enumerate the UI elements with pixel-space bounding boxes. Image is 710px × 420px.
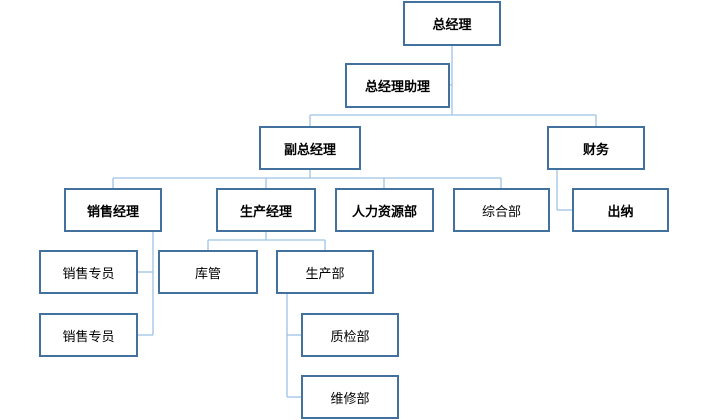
deputy-gm-box: 副总经理: [259, 126, 361, 170]
maintenance-dept-box: 维修部: [301, 375, 399, 419]
cashier-label: 出纳: [607, 204, 634, 220]
general-manager-label: 总经理: [432, 18, 472, 33]
sales-rep-2-box: 销售专员: [39, 313, 138, 357]
sales-manager-box: 销售经理: [64, 188, 162, 232]
general-dept-label: 综合部: [481, 204, 521, 220]
production-dept-label: 生产部: [305, 266, 345, 282]
production-manager-box: 生产经理: [216, 188, 316, 232]
general-manager-box: 总经理: [403, 1, 501, 46]
warehouse-box: 库管: [158, 250, 258, 294]
maintenance-dept-label: 维修部: [330, 391, 370, 407]
hr-dept-label: 人力资源部: [351, 204, 417, 220]
cashier-box: 出纳: [572, 188, 669, 232]
qc-dept-box: 质检部: [301, 313, 399, 357]
deputy-gm-label: 副总经理: [283, 142, 336, 158]
production-dept-box: 生产部: [276, 250, 374, 294]
warehouse-label: 库管: [194, 266, 221, 282]
sales-rep-1-box: 销售专员: [39, 250, 138, 294]
general-dept-box: 综合部: [453, 188, 550, 232]
sales-rep-2-label: 销售专员: [62, 329, 115, 345]
finance-box: 财务: [547, 126, 645, 170]
sales-manager-label: 销售经理: [86, 204, 139, 220]
finance-label: 财务: [582, 142, 609, 158]
hr-dept-box: 人力资源部: [335, 188, 434, 232]
qc-dept-label: 质检部: [330, 329, 370, 345]
gm-assistant-box: 总经理助理: [345, 63, 450, 108]
gm-assistant-label: 总经理助理: [364, 80, 430, 95]
production-manager-label: 生产经理: [239, 204, 292, 220]
sales-rep-1-label: 销售专员: [62, 266, 115, 282]
